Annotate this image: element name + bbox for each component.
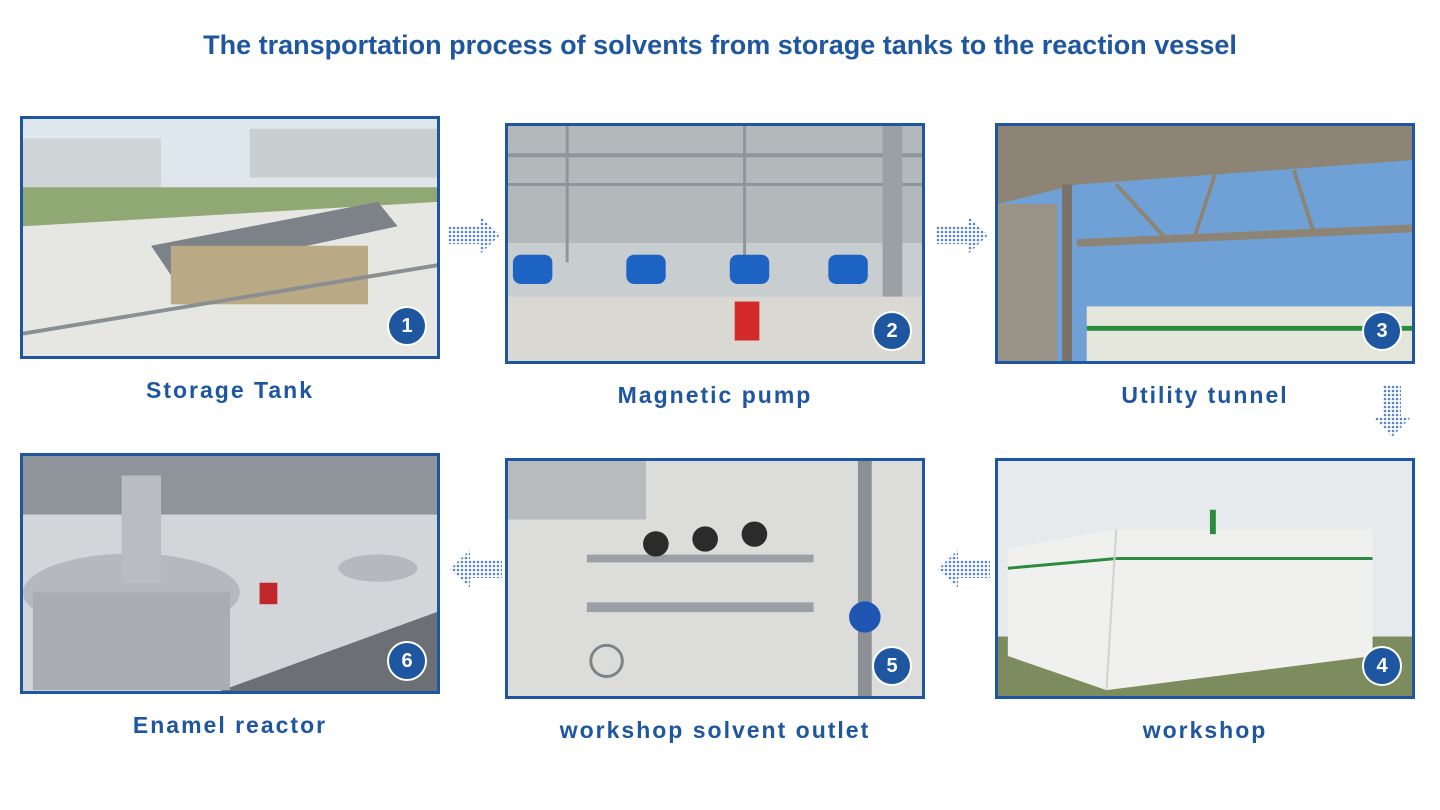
step-number-badge: 2: [872, 311, 912, 351]
dotted-arrow-right-icon: [936, 216, 988, 254]
step-number-badge: 3: [1362, 311, 1402, 351]
magnetic-pump-photo: 2: [505, 123, 925, 364]
step-caption: workshop: [1142, 717, 1268, 743]
dotted-arrow-left-icon: [938, 550, 990, 588]
step-workshop-solvent-outlet: 5 workshop solvent outlet: [505, 458, 925, 744]
dotted-arrow-left-icon: [450, 550, 502, 588]
dotted-arrow-right-icon: [448, 216, 500, 254]
workshop-solvent-outlet-photo: 5: [505, 458, 925, 699]
step-enamel-reactor: 6 Enamel reactor: [20, 453, 440, 739]
dotted-arrow-down-icon: [1373, 385, 1411, 437]
step-number-badge: 6: [387, 641, 427, 681]
workshop-photo: 4: [995, 458, 1415, 699]
enamel-reactor-photo: 6: [20, 453, 440, 694]
step-caption: Utility tunnel: [1121, 382, 1289, 408]
step-workshop: 4 workshop: [995, 458, 1415, 744]
step-magnetic-pump: 2 Magnetic pump: [505, 123, 925, 409]
step-number-badge: 4: [1362, 646, 1402, 686]
step-number-badge: 5: [872, 646, 912, 686]
step-caption: Magnetic pump: [617, 382, 813, 408]
page-title: The transportation process of solvents f…: [203, 30, 1237, 60]
storage-tank-photo: 1: [20, 116, 440, 359]
step-caption: Enamel reactor: [132, 712, 328, 738]
step-storage-tank: 1 Storage Tank: [20, 116, 440, 404]
step-number-badge: 1: [387, 306, 427, 346]
utility-tunnel-photo: 3: [995, 123, 1415, 364]
step-utility-tunnel: 3 Utility tunnel: [995, 123, 1415, 409]
step-caption: workshop solvent outlet: [559, 717, 871, 743]
step-caption: Storage Tank: [146, 377, 314, 403]
